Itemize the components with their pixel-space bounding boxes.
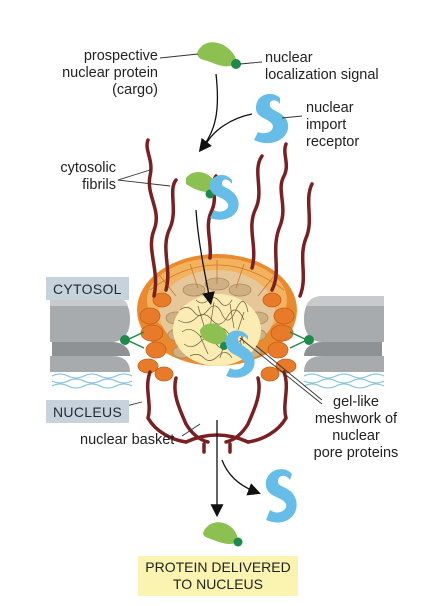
delivered-line1: PROTEIN DELIVERED [145,559,291,575]
cytosol-tag: CYTOSOL [46,277,129,300]
protein-delivered-box: PROTEIN DELIVERED TO NUCLEUS [138,556,298,596]
basket-label: nuclear basket [80,432,175,448]
receptor-released [265,469,297,523]
import-arrows [195,73,261,518]
receptor-label-line3: receptor [306,134,360,150]
nuclear-lamina [51,373,385,389]
nls-label-line2: localization signal [265,67,379,83]
cargo-label-line3: (cargo) [112,82,158,98]
gel-label-line1: gel-like [333,394,379,410]
gel-label-line3: nuclear [332,428,380,444]
membrane-anchor-right [289,331,314,349]
cargo-label-line1: prospective [83,48,158,64]
cytosolic-fibrils [145,138,314,298]
gel-label-line2: meshwork of [314,411,398,427]
nls-label-line1: nuclear [265,50,313,66]
receptor-label: nuclear import receptor [306,100,359,151]
receptor-label-line2: import [306,117,347,133]
receptor-label-line1: nuclear [306,100,354,116]
import-receptor-top [254,93,289,144]
nls-label: nuclear localization signal [265,50,379,84]
complex-in-pore [200,323,255,378]
cargo-protein-delivered [203,522,243,547]
fibrils-label-line1: cytosolic [60,160,116,176]
membrane-anchor-left [120,331,145,349]
cargo-receptor-complex [186,172,239,220]
gel-label-line4: pore proteins [313,445,399,461]
cargo-label-line2: nuclear protein [62,65,158,81]
delivered-line2: TO NUCLEUS [173,576,263,592]
cargo-protein-top [197,42,241,69]
gel-label: gel-like meshwork of nuclear pore protei… [300,394,412,462]
fibrils-label: cytosolic fibrils [40,160,116,194]
fibrils-label-line2: fibrils [82,177,116,193]
cargo-label: prospective nuclear protein (cargo) [58,48,158,99]
nucleus-tag: NUCLEUS [46,400,130,423]
nuclear-envelope [50,296,384,372]
